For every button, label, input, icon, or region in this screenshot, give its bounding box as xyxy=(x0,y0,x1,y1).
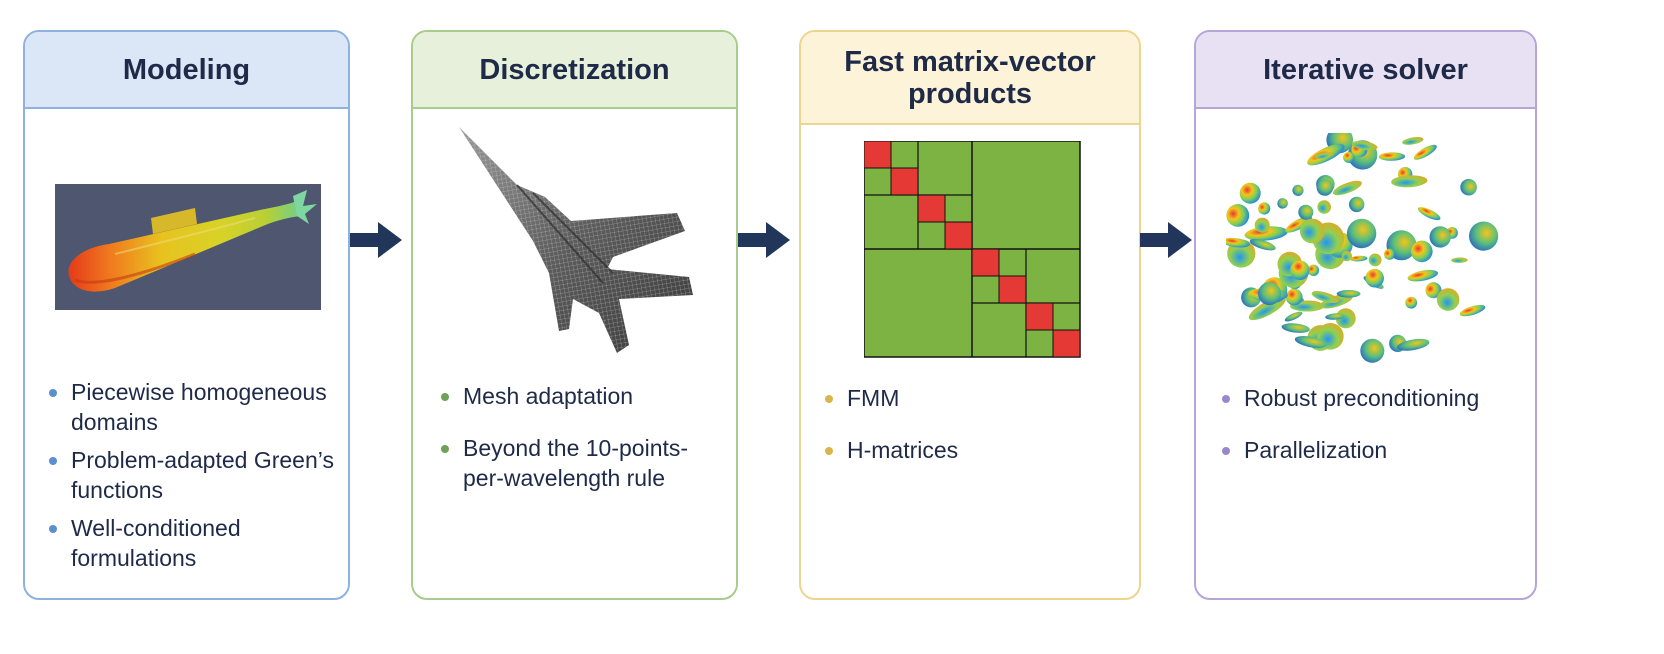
particle xyxy=(1281,323,1310,333)
particle xyxy=(1349,255,1368,262)
particle xyxy=(1335,308,1356,329)
particle xyxy=(1436,288,1460,311)
list-item: H-matrices xyxy=(823,435,958,465)
particle xyxy=(1258,282,1281,306)
bullet-list: Piecewise homogeneous domains Problem-ad… xyxy=(47,377,348,581)
particle xyxy=(1292,184,1304,197)
particle xyxy=(1277,198,1288,209)
particle xyxy=(1425,282,1442,299)
list-item: Mesh adaptation xyxy=(439,381,709,411)
particle xyxy=(1402,136,1424,145)
particle xyxy=(1365,268,1384,288)
hierarchical-matrix-icon xyxy=(864,141,1081,358)
particle xyxy=(1391,175,1428,188)
list-item: Beyond the 10-points-per-wavelength rule xyxy=(439,433,709,493)
particle xyxy=(1299,218,1325,244)
particle xyxy=(1244,226,1288,241)
particle xyxy=(1284,311,1303,322)
particle xyxy=(1249,239,1276,251)
arrow-right-icon xyxy=(738,222,790,258)
particle xyxy=(1384,248,1396,260)
particle xyxy=(1258,202,1271,215)
particle xyxy=(1341,250,1353,262)
card-title: Modeling xyxy=(25,32,348,109)
particle xyxy=(1410,240,1433,263)
particle xyxy=(1459,304,1486,317)
particle xyxy=(1285,288,1303,306)
bullet-list: FMM H-matrices xyxy=(823,383,958,487)
particle xyxy=(1460,178,1477,196)
particle xyxy=(1325,313,1345,320)
particle xyxy=(1332,180,1362,196)
card-title: Fast matrix-vector products xyxy=(801,32,1139,125)
arrow-right-icon xyxy=(350,222,402,258)
list-item: Well-conditioned formulations xyxy=(47,513,348,573)
bullet-list: Mesh adaptation Beyond the 10-points-per… xyxy=(439,381,709,515)
particle xyxy=(1290,260,1310,281)
particle-scattering-cloud-icon xyxy=(1226,133,1499,363)
submarine-surface-field-icon xyxy=(55,184,321,310)
fighter-jet-mesh-icon xyxy=(459,127,693,353)
particle xyxy=(1285,216,1313,233)
particle xyxy=(1349,196,1365,213)
bullet-list: Robust preconditioning Parallelization xyxy=(1220,383,1479,487)
particle xyxy=(1315,152,1334,159)
particle xyxy=(1360,338,1385,363)
list-item: FMM xyxy=(823,383,958,413)
particle xyxy=(1413,144,1437,160)
particle xyxy=(1417,207,1441,221)
particle xyxy=(1407,269,1439,282)
particle xyxy=(1378,152,1406,161)
discretization-card: Discretization Mesh adaptation Beyo xyxy=(411,30,738,600)
particle xyxy=(1311,291,1339,304)
particle xyxy=(1451,257,1468,263)
particle xyxy=(1226,204,1250,227)
particle xyxy=(1429,226,1451,248)
fast-products-card: Fast matrix-vector products xyxy=(799,30,1141,600)
card-title: Discretization xyxy=(413,32,736,109)
particle xyxy=(1469,221,1499,251)
particle xyxy=(1254,217,1270,233)
list-item: Parallelization xyxy=(1220,435,1479,465)
particle xyxy=(1346,218,1377,249)
list-item: Piecewise homogeneous domains xyxy=(47,377,348,437)
particle xyxy=(1294,336,1327,348)
card-title: Iterative solver xyxy=(1196,32,1535,109)
particle xyxy=(1351,140,1378,151)
arrow-right-icon xyxy=(1140,222,1192,258)
particle xyxy=(1405,296,1418,309)
particle xyxy=(1316,179,1334,196)
modeling-card: Modeling Piecewise homogeneous domai xyxy=(23,30,350,600)
list-item: Robust preconditioning xyxy=(1220,383,1479,413)
iterative-solver-card: Iterative solver xyxy=(1194,30,1537,600)
particle xyxy=(1397,338,1430,351)
particle xyxy=(1298,204,1314,220)
list-item: Problem-adapted Green’s functions xyxy=(47,445,348,505)
particle xyxy=(1368,253,1382,267)
particle xyxy=(1317,200,1331,214)
particle xyxy=(1336,290,1361,298)
particle xyxy=(1239,182,1261,204)
particle xyxy=(1307,264,1320,277)
particle xyxy=(1343,151,1355,163)
particle xyxy=(1226,237,1251,248)
